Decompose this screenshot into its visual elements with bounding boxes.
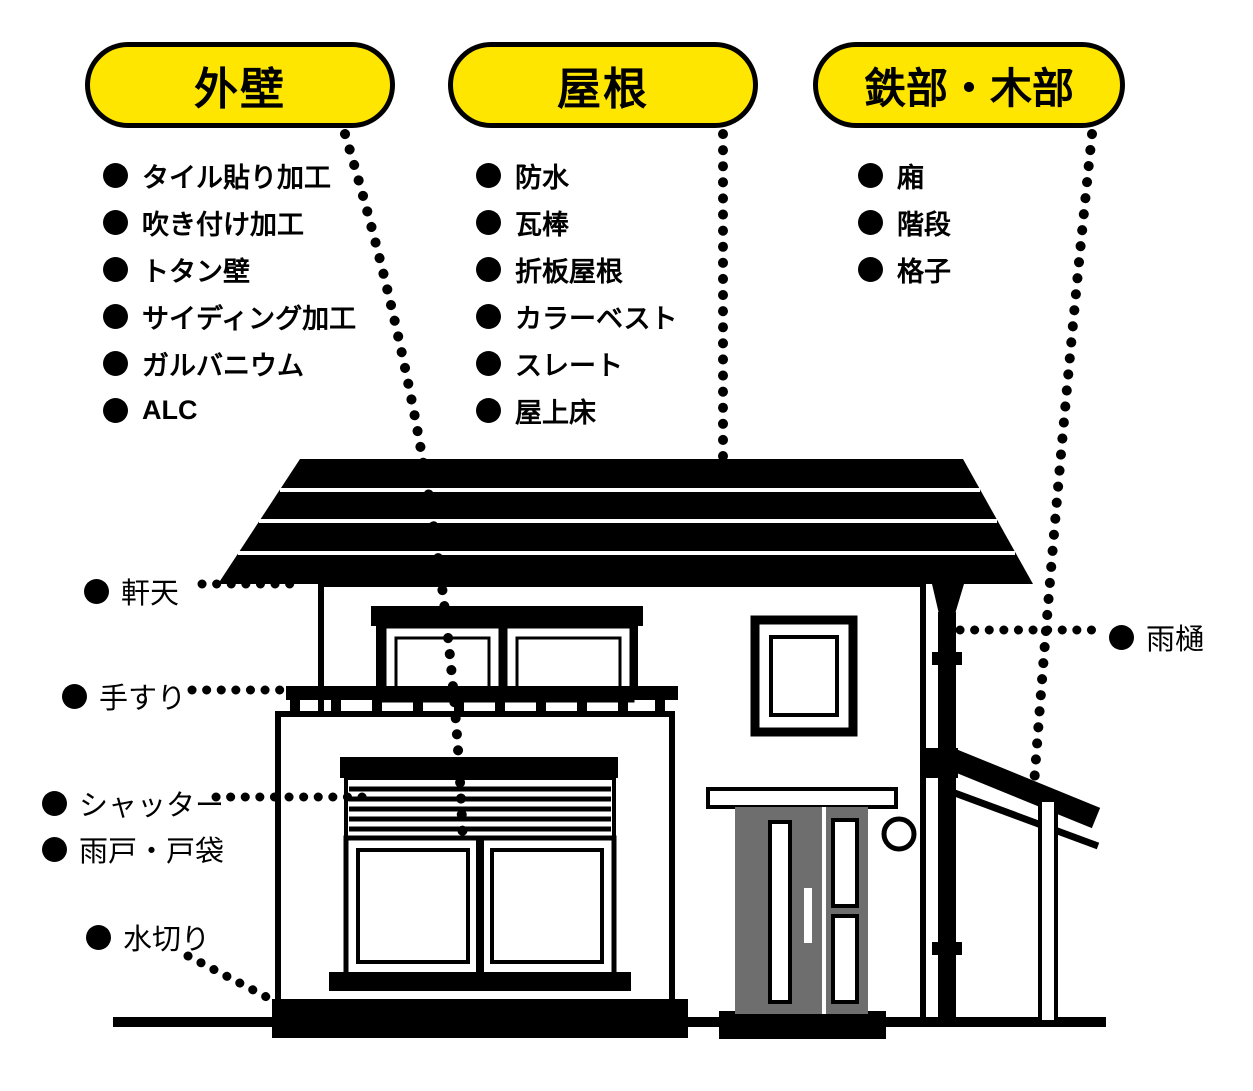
entrance-step bbox=[719, 1011, 886, 1039]
foundation-strip bbox=[272, 999, 688, 1038]
category-title: 鉄部・木部 bbox=[863, 64, 1074, 112]
category-pill-tetsubu-mokubu: 鉄部・木部 bbox=[813, 42, 1125, 128]
bullet-icon bbox=[42, 836, 67, 862]
bullet-icon bbox=[858, 257, 883, 282]
list-item: カラーベスト bbox=[476, 293, 678, 340]
list-item: 防水 bbox=[476, 152, 678, 199]
bullet-icon bbox=[476, 351, 501, 376]
list-item: 吹き付け加工 bbox=[103, 199, 356, 246]
bullet-icon bbox=[476, 304, 501, 329]
part-label-shutter: シャッター bbox=[42, 782, 224, 824]
bullet-icon bbox=[103, 163, 128, 188]
carport bbox=[939, 745, 1101, 1024]
part-label-amadoi: 雨樋 bbox=[1109, 616, 1204, 658]
shutter-window bbox=[329, 757, 631, 991]
list-item: サイディング加工 bbox=[103, 293, 356, 340]
second-floor-window bbox=[371, 606, 643, 703]
bullet-icon bbox=[86, 924, 111, 950]
bullet-icon bbox=[476, 163, 501, 188]
category-pill-yane: 屋根 bbox=[448, 42, 758, 128]
list-tetsubu-mokubu: 廂 階段 格子 bbox=[858, 152, 951, 293]
balcony-railing bbox=[286, 686, 678, 713]
bullet-icon bbox=[42, 790, 67, 816]
list-item: トタン壁 bbox=[103, 246, 356, 293]
list-yane: 防水 瓦棒 折板屋根 カラーベスト スレート 屋上床 bbox=[476, 152, 678, 434]
bullet-icon bbox=[1109, 624, 1134, 650]
pointer-mizukiri bbox=[183, 951, 285, 1009]
bullet-icon bbox=[103, 210, 128, 235]
list-item: スレート bbox=[476, 340, 678, 387]
category-title: 屋根 bbox=[557, 65, 649, 114]
bullet-icon bbox=[84, 578, 109, 604]
category-title: 外壁 bbox=[194, 65, 286, 114]
list-item: ALC bbox=[103, 387, 356, 434]
part-label-tesuri: 手すり bbox=[62, 675, 186, 717]
doorbell bbox=[881, 816, 917, 852]
entrance-door bbox=[706, 787, 917, 1014]
bullet-icon bbox=[62, 683, 87, 709]
list-item: 廂 bbox=[858, 152, 951, 199]
bullet-icon bbox=[476, 210, 501, 235]
bullet-icon bbox=[858, 210, 883, 235]
part-label-amado-tobukuro: 雨戸・戸袋 bbox=[42, 828, 224, 870]
pointer-tetsubu-mokubu bbox=[1029, 129, 1097, 790]
bullet-icon bbox=[103, 304, 128, 329]
upper-right-window bbox=[750, 615, 858, 737]
list-item: ガルバニウム bbox=[103, 340, 356, 387]
list-gaiheki: タイル貼り加工 吹き付け加工 トタン壁 サイディング加工 ガルバニウム ALC bbox=[103, 152, 356, 434]
bullet-icon bbox=[858, 163, 883, 188]
bullet-icon bbox=[103, 351, 128, 376]
list-item: 屋上床 bbox=[476, 387, 678, 434]
list-item: 階段 bbox=[858, 199, 951, 246]
list-item: 瓦棒 bbox=[476, 199, 678, 246]
pointer-dotted-lines bbox=[183, 129, 1105, 1009]
part-label-mizukiri: 水切り bbox=[86, 916, 210, 958]
roof bbox=[218, 459, 1033, 584]
bullet-icon bbox=[103, 398, 128, 423]
list-item: タイル貼り加工 bbox=[103, 152, 356, 199]
list-item: 格子 bbox=[858, 246, 951, 293]
list-item: 折板屋根 bbox=[476, 246, 678, 293]
bullet-icon bbox=[476, 257, 501, 282]
downspout bbox=[926, 584, 964, 1022]
category-pill-gaiheki: 外壁 bbox=[85, 42, 395, 128]
part-label-nokiten: 軒天 bbox=[84, 570, 179, 612]
bullet-icon bbox=[103, 257, 128, 282]
bullet-icon bbox=[476, 398, 501, 423]
